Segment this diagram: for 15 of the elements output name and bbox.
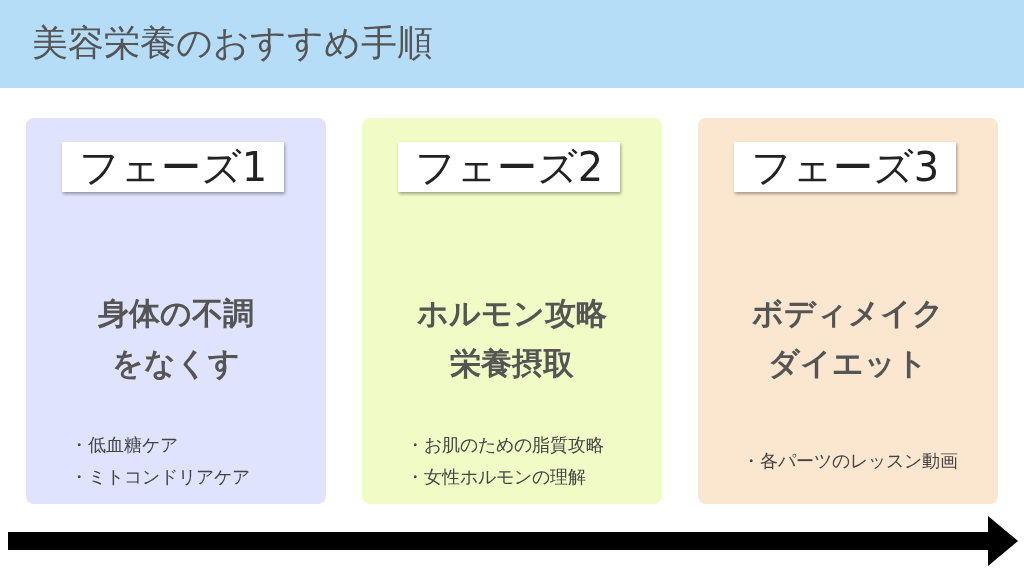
phase-card — [698, 118, 998, 504]
phase-goal: ホルモン攻略栄養摂取 — [416, 294, 608, 383]
phase-goal: 身体の不調をなくす — [97, 294, 255, 383]
phase-card — [362, 118, 662, 504]
phase-card — [26, 118, 326, 504]
phase-label: フェーズ3 — [734, 142, 956, 192]
bullet-item: ・お肌のための脂質攻略 — [406, 433, 604, 457]
bullet-item: ・各パーツのレッスン動画 — [742, 449, 958, 473]
phase-label: フェーズ2 — [398, 142, 620, 192]
bullet-item: ・ミトコンドリアケア — [70, 465, 250, 489]
phase-label: フェーズ1 — [62, 142, 284, 192]
bullet-item: ・低血糖ケア — [70, 433, 179, 457]
phase-goal: ボディメイクダイエット — [751, 294, 945, 383]
bullet-item: ・女性ホルモンの理解 — [406, 465, 587, 489]
title: 美容栄養のおすすめ手順 — [32, 21, 433, 65]
